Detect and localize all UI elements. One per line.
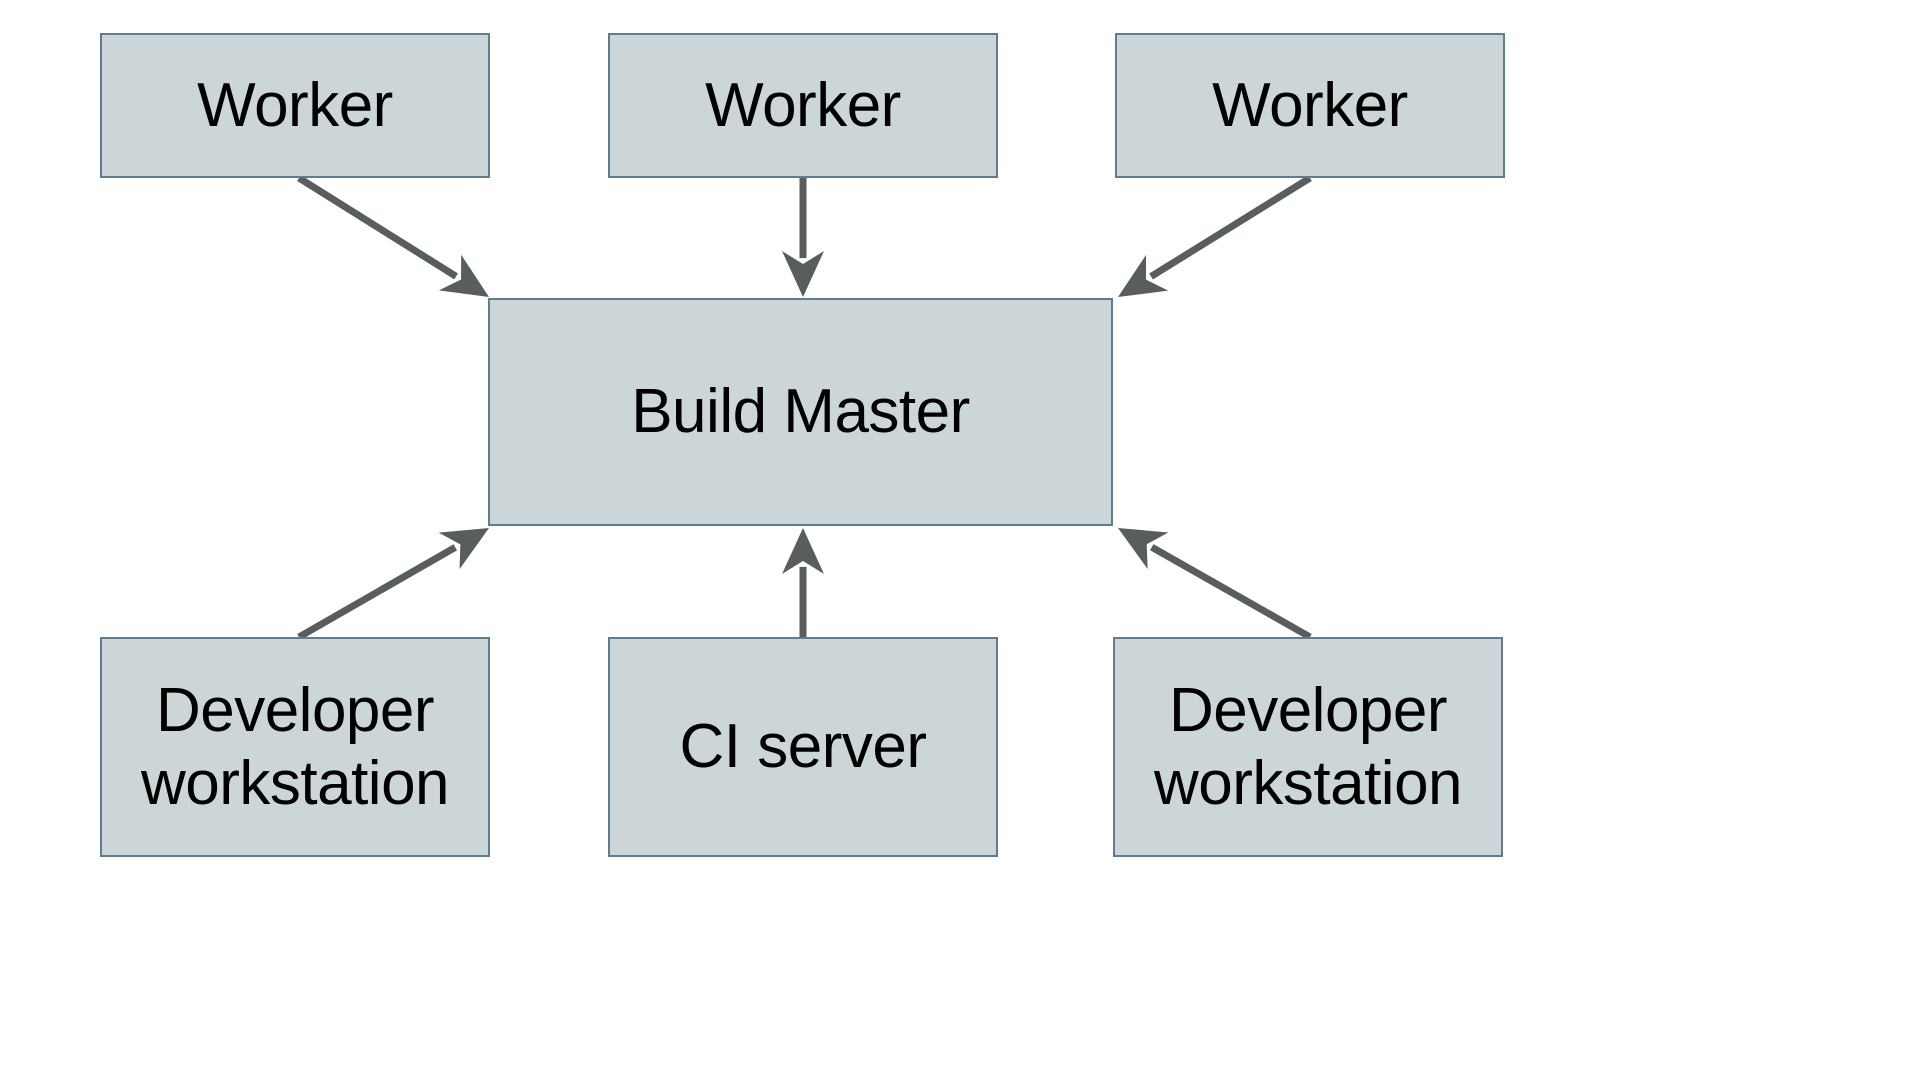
node-dev-right[interactable]: Developer workstation [1113, 637, 1503, 857]
edge-worker1-to-master-shaft [297, 175, 458, 280]
node-dev-left[interactable]: Developer workstation [100, 637, 490, 857]
node-build-master[interactable]: Build Master [488, 298, 1113, 526]
edge-worker1-to-master-arrowhead [438, 254, 489, 297]
edge-worker3-to-master [1118, 175, 1312, 297]
node-worker-3[interactable]: Worker [1115, 33, 1505, 178]
edge-ci-to-master-arrowhead [782, 528, 824, 574]
edge-worker3-to-master-shaft [1149, 175, 1312, 280]
node-label-ci-server: CI server [679, 712, 927, 782]
node-label-build-master: Build Master [631, 377, 970, 447]
edge-devleft-to-master [297, 528, 489, 641]
edge-worker2-to-master [782, 178, 824, 297]
node-label-dev-right: Developer workstation [1153, 675, 1463, 818]
edge-devright-to-master-arrowhead [1118, 528, 1169, 569]
edge-ci-to-master [782, 528, 824, 637]
node-label-worker-1: Worker [197, 70, 393, 140]
node-worker-2[interactable]: Worker [608, 33, 998, 178]
node-ci-server[interactable]: CI server [608, 637, 998, 857]
edge-devleft-to-master-arrowhead [438, 528, 489, 570]
edge-worker1-to-master [297, 175, 489, 297]
edge-devright-to-master-shaft [1150, 544, 1312, 641]
edge-worker2-to-master-arrowhead [782, 251, 824, 297]
node-label-dev-left: Developer workstation [140, 675, 450, 818]
edge-worker3-to-master-arrowhead [1118, 254, 1169, 297]
node-worker-1[interactable]: Worker [100, 33, 490, 178]
edge-devright-to-master [1118, 528, 1312, 641]
node-label-worker-2: Worker [705, 70, 901, 140]
edge-devleft-to-master-shaft [297, 544, 458, 641]
node-label-worker-3: Worker [1212, 70, 1408, 140]
